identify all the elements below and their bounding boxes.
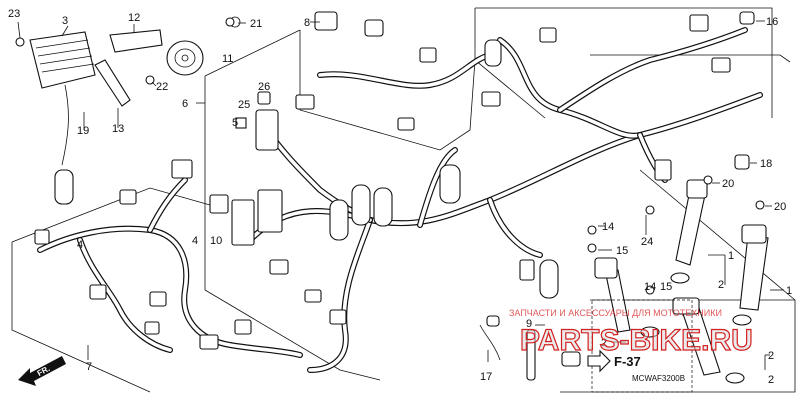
callout-22: 22: [156, 81, 168, 93]
callout-9: 9: [526, 318, 532, 330]
horn: [166, 40, 204, 76]
callout-18: 18: [760, 158, 772, 170]
callout-2a: 2: [718, 279, 724, 291]
leader-lines: [17, 20, 784, 370]
callout-5: 5: [232, 117, 238, 129]
detail-frames: [591, 299, 693, 393]
callout-11: 11: [222, 53, 233, 65]
reference-label: F-37: [614, 354, 641, 369]
callout-1b: 1: [786, 285, 792, 297]
callout-10: 10: [210, 235, 222, 247]
watermark-logo-text: PARTS-BIKE.RU: [520, 324, 753, 357]
reference-f37: F-37: [587, 349, 641, 373]
clamp-and-pin: [479, 315, 581, 381]
callout-13: 13: [112, 123, 124, 135]
callout-24: 24: [641, 236, 653, 248]
main-wire-harness: [247, 27, 763, 373]
callout-15b: 15: [660, 281, 672, 293]
callout-17: 17: [480, 371, 492, 383]
sub-harness: [37, 177, 303, 358]
callout-19: 19: [77, 125, 89, 137]
callout-7: 7: [86, 361, 92, 373]
front-direction-arrow: FR.: [18, 356, 66, 386]
callout-2c: 2: [768, 350, 774, 362]
callout-26: 26: [258, 81, 270, 93]
cylindrical-parts: [54, 39, 559, 299]
callout-23: 23: [8, 8, 20, 20]
ignition-coils: [594, 179, 769, 384]
callout-20b: 20: [774, 201, 786, 213]
callout-15a: 15: [616, 245, 628, 257]
callout-6: 6: [182, 98, 188, 110]
watermark: ЗАПЧАСТИ И АКСЕССУАРЫ ДЛЯ МОТОТЕХНИКИ PA…: [509, 308, 753, 358]
callout-25: 25: [238, 99, 250, 111]
regulator-rectifier: [29, 31, 96, 166]
callout-2b: 2: [601, 337, 607, 349]
brackets: [94, 16, 241, 107]
diagram-code: MCWAF3200B: [632, 374, 685, 383]
callout-4a: 4: [192, 235, 198, 247]
watermark-subtitle: ЗАПЧАСТИ И АКСЕССУАРЫ ДЛЯ МОТОТЕХНИКИ: [509, 308, 722, 318]
callout-14a: 14: [602, 221, 614, 233]
callout-16: 16: [766, 16, 778, 28]
callout-4b: 4: [77, 239, 83, 251]
callout-1a: 1: [728, 250, 734, 262]
connectors: [34, 11, 731, 350]
callout-labels: 23 3 12 21 11 22 6 26 25 5 13 19 8 16 18…: [8, 8, 792, 386]
callout-8: 8: [304, 17, 310, 29]
fasteners: [15, 11, 765, 295]
callout-2d: 2: [768, 374, 774, 386]
callout-14b: 14: [644, 281, 656, 293]
callout-12: 12: [128, 12, 140, 24]
callout-3: 3: [62, 15, 68, 27]
callout-20a: 20: [722, 178, 734, 190]
callout-21: 21: [250, 18, 262, 30]
